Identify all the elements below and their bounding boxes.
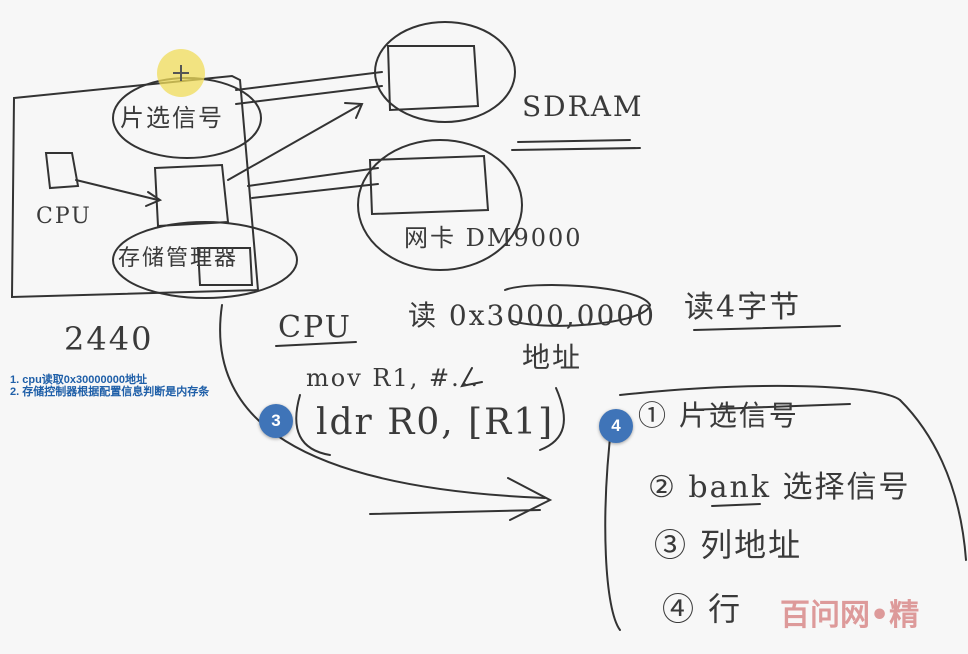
note-line: 2. 存储控制器根据配置信息判断是内存条 [10, 386, 210, 398]
label-cpu-box: CPU [36, 204, 92, 229]
label-memory-controller: 存储管理器 [118, 246, 239, 271]
label-read-bytes: 读4字节 [684, 290, 802, 325]
label-ldr-instruction: ldr R0, [R1] [316, 402, 555, 443]
label-mov-instruction: mov R1, #... [306, 364, 480, 392]
label-address: 地址 [522, 341, 583, 374]
label-step-2: ② bank 选择信号 [648, 470, 911, 505]
annotation-notes: 1. cpu读取0x30000000地址 2. 存储控制器根据配置信息判断是内存… [10, 374, 209, 398]
crosshair-icon [173, 65, 189, 81]
label-step-4: ④ 行 [662, 590, 743, 628]
label-sdram: SDRAM [522, 90, 644, 123]
label-read-address: 读 0x3000,0000 [408, 299, 656, 332]
label-step-1: ① 片选信号 [638, 399, 799, 432]
note-line: 1. cpu读取0x30000000地址 [10, 374, 147, 386]
label-cpu-heading: CPU [278, 310, 352, 345]
pen-cursor-highlight [157, 49, 205, 97]
label-soc-2440: 2440 [64, 320, 154, 358]
label-step-3: ③ 列地址 [654, 526, 803, 564]
step-badge-3[interactable]: 3 [259, 404, 293, 438]
label-nic: 网卡 DM9000 [404, 224, 583, 252]
step-badge-4[interactable]: 4 [599, 409, 633, 443]
watermark-text: 百问网•精 [780, 598, 920, 633]
label-chip-select: 片选信号 [120, 104, 224, 132]
